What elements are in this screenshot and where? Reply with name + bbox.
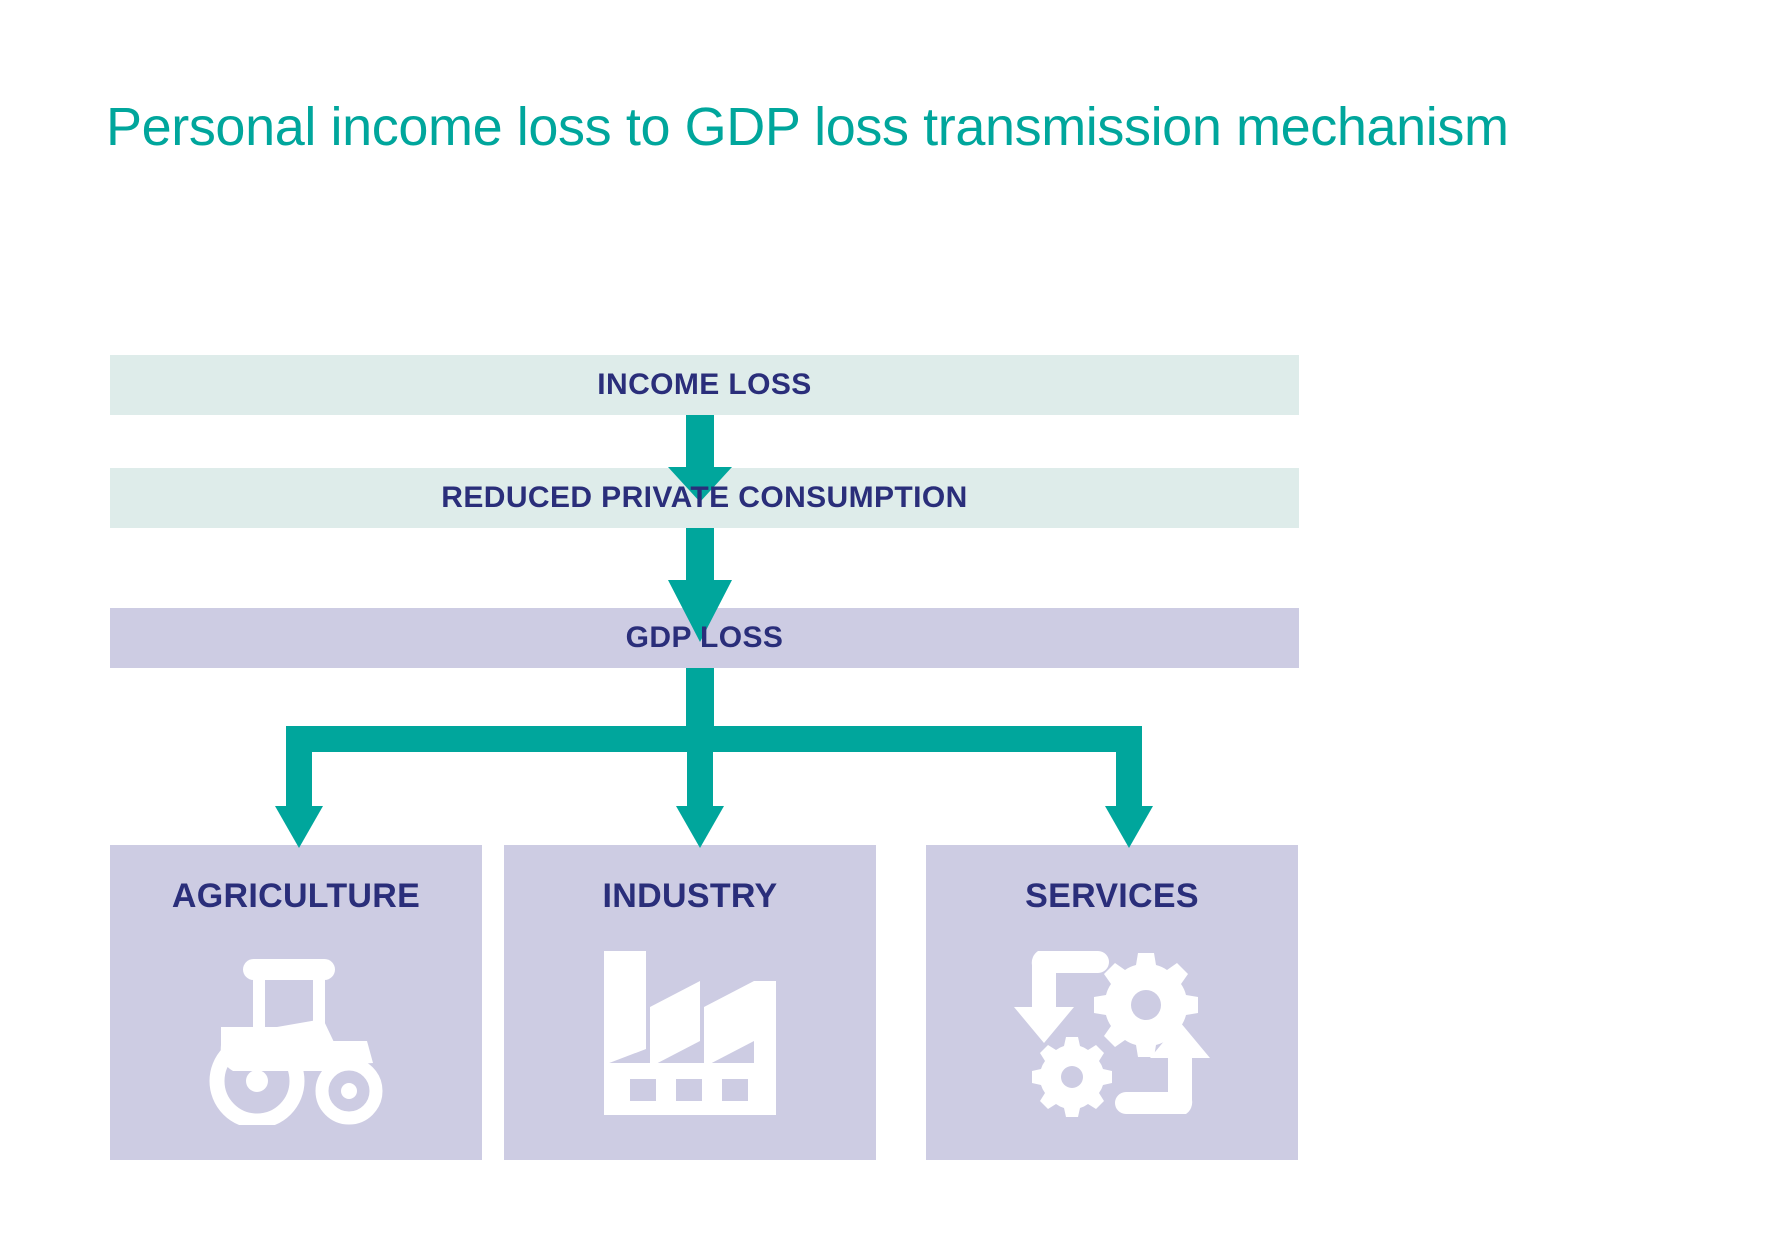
stage-label-income-loss: INCOME LOSS [597,368,812,401]
stage-income-loss: INCOME LOSS [110,355,1299,415]
arrow-gdp-to-services [1105,726,1153,848]
sector-label-agriculture: AGRICULTURE [171,877,421,915]
sector-label-services: SERVICES [1025,877,1199,915]
stage-label-reduced-consumption: REDUCED PRIVATE CONSUMPTION [441,481,968,514]
tractor-icon [191,945,401,1130]
gears-cycle-icon [1012,945,1212,1125]
sector-label-industry: INDUSTRY [602,877,778,915]
arrow-gdp-branch-trunk [286,668,1142,752]
sector-box-industry: INDUSTRY [504,845,876,1160]
sector-box-agriculture: AGRICULTURE [110,845,482,1160]
stage-reduced-consumption: REDUCED PRIVATE CONSUMPTION [110,468,1299,528]
arrow-gdp-to-industry [676,726,724,848]
stage-label-gdp-loss: GDP LOSS [625,621,784,654]
page-title: Personal income loss to GDP loss transmi… [106,97,1509,157]
arrow-gdp-to-agriculture [275,726,323,848]
stage-gdp-loss: GDP LOSS [110,608,1299,668]
sector-box-services: SERVICES [926,845,1298,1160]
factory-icon [590,945,790,1125]
